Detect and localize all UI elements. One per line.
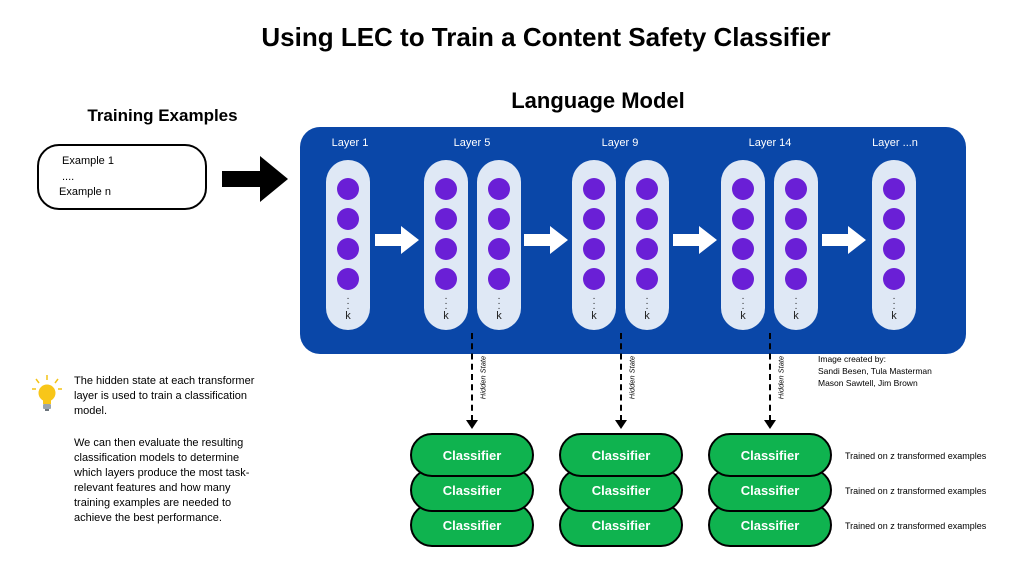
hidden-state-label: Hidden State — [478, 355, 488, 400]
k-label: k — [443, 310, 449, 322]
trained-note: Trained on z transformed examples — [845, 486, 987, 496]
layer-column: ··· k — [572, 160, 616, 330]
neuron — [488, 178, 510, 200]
info-paragraph-1: The hidden state at each transformer lay… — [74, 375, 255, 417]
neuron — [435, 208, 457, 230]
info-paragraph-2: We can then evaluate the resulting class… — [74, 437, 250, 524]
hidden-state-connector — [620, 333, 622, 421]
image-credits: Image created by: Sandi Besen, Tula Mast… — [818, 353, 932, 389]
credits-line-1: Image created by: — [818, 354, 887, 364]
layer-arrow-icon — [524, 226, 568, 254]
layer-label-1: Layer 1 — [331, 137, 369, 149]
k-label: k — [591, 310, 597, 322]
hidden-state-connector — [769, 333, 771, 421]
k-label: k — [891, 310, 897, 322]
ellipsis-dots: ··· — [346, 293, 350, 314]
hidden-state-arrowhead-icon — [615, 420, 627, 429]
neuron — [337, 268, 359, 290]
neuron — [732, 208, 754, 230]
neuron — [583, 178, 605, 200]
example-ellipsis: .... — [62, 171, 75, 183]
hidden-state-arrowhead-icon — [764, 420, 776, 429]
k-label: k — [644, 310, 650, 322]
language-model-title: Language Model — [511, 88, 685, 113]
input-arrow-icon — [222, 156, 288, 202]
neuron — [883, 268, 905, 290]
neuron — [583, 268, 605, 290]
ellipsis-dots: ··· — [592, 293, 596, 314]
classifier-pill: Classifier — [559, 433, 683, 477]
example-first: Example 1 — [62, 155, 114, 167]
layer-label-5: Layer 5 — [453, 137, 491, 149]
neuron — [337, 238, 359, 260]
layer-label-9: Layer 9 — [601, 137, 639, 149]
neuron — [785, 208, 807, 230]
credits-line-3: Mason Sawtell, Jim Brown — [818, 378, 918, 388]
neuron — [785, 268, 807, 290]
neuron — [435, 238, 457, 260]
training-examples-box: Example 1 .... Example n — [37, 144, 207, 210]
neuron — [435, 268, 457, 290]
k-label: k — [345, 310, 351, 322]
k-label: k — [740, 310, 746, 322]
ellipsis-dots: ··· — [645, 293, 649, 314]
layer-column: ··· k — [424, 160, 468, 330]
ellipsis-dots: ··· — [444, 293, 448, 314]
neuron — [732, 268, 754, 290]
neuron — [583, 208, 605, 230]
trained-note: Trained on z transformed examples — [845, 451, 987, 461]
layer-arrow-icon — [673, 226, 717, 254]
hidden-state-arrowhead-icon — [466, 420, 478, 429]
ellipsis-dots: ··· — [794, 293, 798, 314]
layer-column: ··· k — [625, 160, 669, 330]
classifier-pill: Classifier — [708, 433, 832, 477]
ellipsis-dots: ··· — [497, 293, 501, 314]
neuron — [488, 208, 510, 230]
lightbulb-icon — [32, 375, 62, 411]
trained-note: Trained on z transformed examples — [845, 521, 987, 531]
neuron — [488, 238, 510, 260]
neuron — [732, 178, 754, 200]
neuron — [636, 178, 658, 200]
neuron — [488, 268, 510, 290]
k-label: k — [496, 310, 502, 322]
layer-arrow-icon — [375, 226, 419, 254]
neuron — [337, 208, 359, 230]
neuron — [883, 208, 905, 230]
neuron — [337, 178, 359, 200]
hidden-state-connector — [471, 333, 473, 421]
neuron — [732, 238, 754, 260]
neuron — [636, 268, 658, 290]
neuron — [785, 238, 807, 260]
credits-line-2: Sandi Besen, Tula Masterman — [818, 366, 932, 376]
layer-column: ··· k — [872, 160, 916, 330]
neuron — [636, 208, 658, 230]
hidden-state-label: Hidden State — [627, 355, 637, 400]
training-examples-title: Training Examples — [87, 106, 238, 125]
layer-column: ··· k — [326, 160, 370, 330]
diagram-title: Using LEC to Train a Content Safety Clas… — [261, 22, 831, 52]
hidden-state-label: Hidden State — [776, 355, 786, 400]
neuron — [883, 238, 905, 260]
example-last: Example n — [59, 186, 111, 198]
layer-arrow-icon — [822, 226, 866, 254]
neuron — [583, 238, 605, 260]
layer-column: ··· k — [477, 160, 521, 330]
classifier-pill: Classifier — [410, 433, 534, 477]
ellipsis-dots: ··· — [892, 293, 896, 314]
neuron — [883, 178, 905, 200]
layer-label-14: Layer 14 — [748, 137, 792, 149]
layer-label-n: Layer ...n — [872, 137, 918, 149]
ellipsis-dots: ··· — [741, 293, 745, 314]
neuron — [785, 178, 807, 200]
neuron — [435, 178, 457, 200]
layer-column: ··· k — [774, 160, 818, 330]
neuron — [636, 238, 658, 260]
k-label: k — [793, 310, 799, 322]
layer-column: ··· k — [721, 160, 765, 330]
